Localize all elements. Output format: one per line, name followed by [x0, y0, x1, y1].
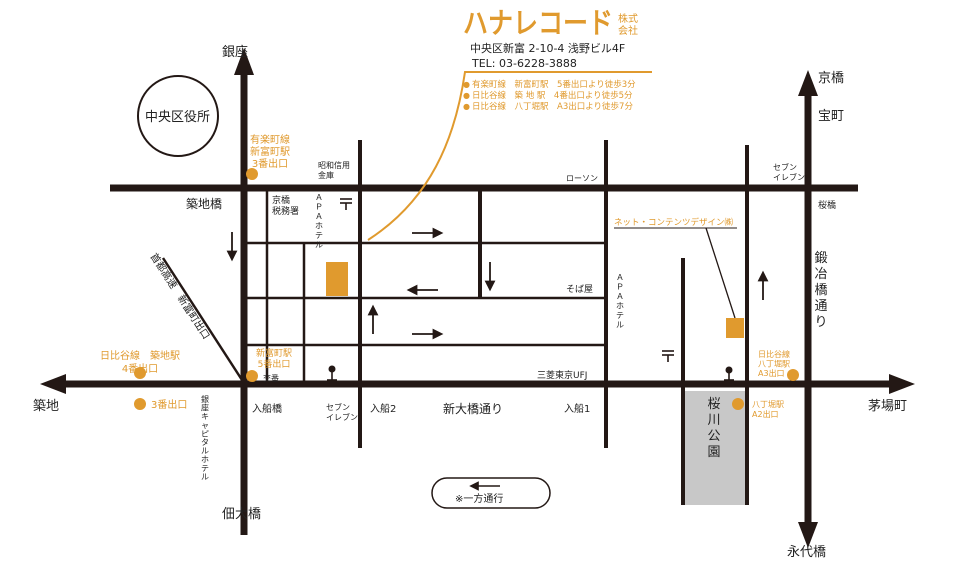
- label-takaracho: 宝町: [818, 109, 844, 124]
- main-roads: [50, 75, 895, 535]
- company-address: 中央区新富 2-10-4 浅野ビル4F: [470, 41, 625, 55]
- label-tsukiji: 築地: [33, 399, 59, 414]
- pin-icon: [327, 365, 337, 381]
- label-ginza: 銀座: [222, 45, 248, 60]
- label-sakuragawa-park: 桜川公園: [707, 397, 720, 460]
- access-item: 日比谷線 八丁堀駅 A3出口より徒歩7分: [472, 101, 633, 112]
- label-koban: 交番: [263, 373, 279, 383]
- label-kajibashi-dori: 鍛冶橋通り: [814, 251, 827, 330]
- label-seven-bottom: セブンイレブン: [326, 402, 358, 422]
- station-dot-tsukiji-3: [134, 398, 146, 410]
- road-arrows: [40, 48, 915, 548]
- label-apa-hotel-1: ＡＰＡホテル: [315, 193, 323, 250]
- one-way-legend-box: [431, 477, 551, 509]
- access-bullets: ● ● ●: [463, 80, 470, 111]
- access-item: 有楽町線 新富町駅 5番出口より徒歩3分: [472, 79, 636, 90]
- bank-icon: [340, 198, 352, 210]
- station-dots: [134, 168, 799, 410]
- one-way-arrows: [226, 227, 769, 340]
- label-sakurabashi: 桜橋: [818, 199, 836, 211]
- hanarecord-building: [326, 262, 348, 296]
- svg-text:●: ●: [463, 91, 470, 100]
- label-ginza-capital: 銀座キャピタルホテル: [201, 394, 209, 481]
- pin-icon: [724, 366, 734, 381]
- access-item: 日比谷線 築 地 駅 4番出口より徒歩5分: [472, 90, 633, 101]
- label-irifunebashi: 入船橋: [252, 402, 282, 415]
- label-kayabacho: 茅場町: [868, 399, 907, 414]
- net-contents-building: [726, 318, 744, 338]
- label-mitsubishi-ufj: 三菱東京UFJ: [537, 369, 587, 381]
- net-contents-pointer: [705, 227, 736, 319]
- station-dot-hatchobori-a3: [787, 369, 799, 381]
- company-suffix-bottom: 会社: [618, 24, 638, 37]
- label-shin-ohashi-dori: 新大橋通り: [443, 401, 503, 416]
- bank-icon: [662, 350, 674, 362]
- label-apa-hotel-2: ＡＰＡホテル: [616, 273, 624, 330]
- label-net-contents: ネット・コンテンツデザイン㈱: [614, 217, 734, 228]
- label-shuto-expressway: 首都高速 新富町出口: [147, 251, 212, 342]
- label-eitaibashi: 永代橋: [787, 545, 826, 560]
- sakuragawa-park-area: [683, 391, 745, 505]
- company-tel: TEL: 03-6228-3888: [471, 57, 577, 70]
- label-seven-top: セブンイレブン: [773, 162, 805, 182]
- label-sobaya: そば屋: [566, 284, 593, 295]
- station-dot-tsukiji-4: [134, 367, 146, 379]
- label-irifune1: 入船1: [564, 402, 590, 415]
- station-dot-hatchobori-a2: [732, 398, 744, 410]
- label-tsukiji-3: 3番出口: [151, 398, 187, 411]
- label-kyobashi: 京橋: [818, 71, 844, 86]
- svg-text:●: ●: [463, 102, 470, 111]
- station-dot-shintomicho-5: [246, 370, 258, 382]
- label-tsukudaohashi: 佃大橋: [222, 507, 261, 522]
- svg-text:●: ●: [463, 80, 470, 89]
- label-chuo-ward-office: 中央区役所: [145, 110, 210, 125]
- company-suffix-top: 株式: [618, 12, 638, 25]
- label-lawson: ローソン: [566, 174, 598, 183]
- one-way-legend-label: ※一方通行: [455, 492, 503, 505]
- label-showa-shinkin: 昭和信用金庫: [318, 160, 350, 180]
- bank-icons: [340, 198, 674, 362]
- ward-office-circle: [137, 75, 219, 157]
- minor-roads: [161, 188, 606, 384]
- access-list: 有楽町線 新富町駅 5番出口より徒歩3分 日比谷線 築 地 駅 4番出口より徒歩…: [472, 79, 636, 112]
- label-kyobashi-tax-office: 京橋税務署: [272, 194, 299, 217]
- station-dot-shintomicho-3: [246, 168, 258, 180]
- company-name: ハナレコード: [463, 6, 613, 40]
- label-irifune2: 入船2: [370, 402, 396, 415]
- marker-icons: [327, 365, 734, 381]
- company-pointer-line: [367, 71, 652, 241]
- label-tsukijibashi: 築地橋: [186, 196, 222, 211]
